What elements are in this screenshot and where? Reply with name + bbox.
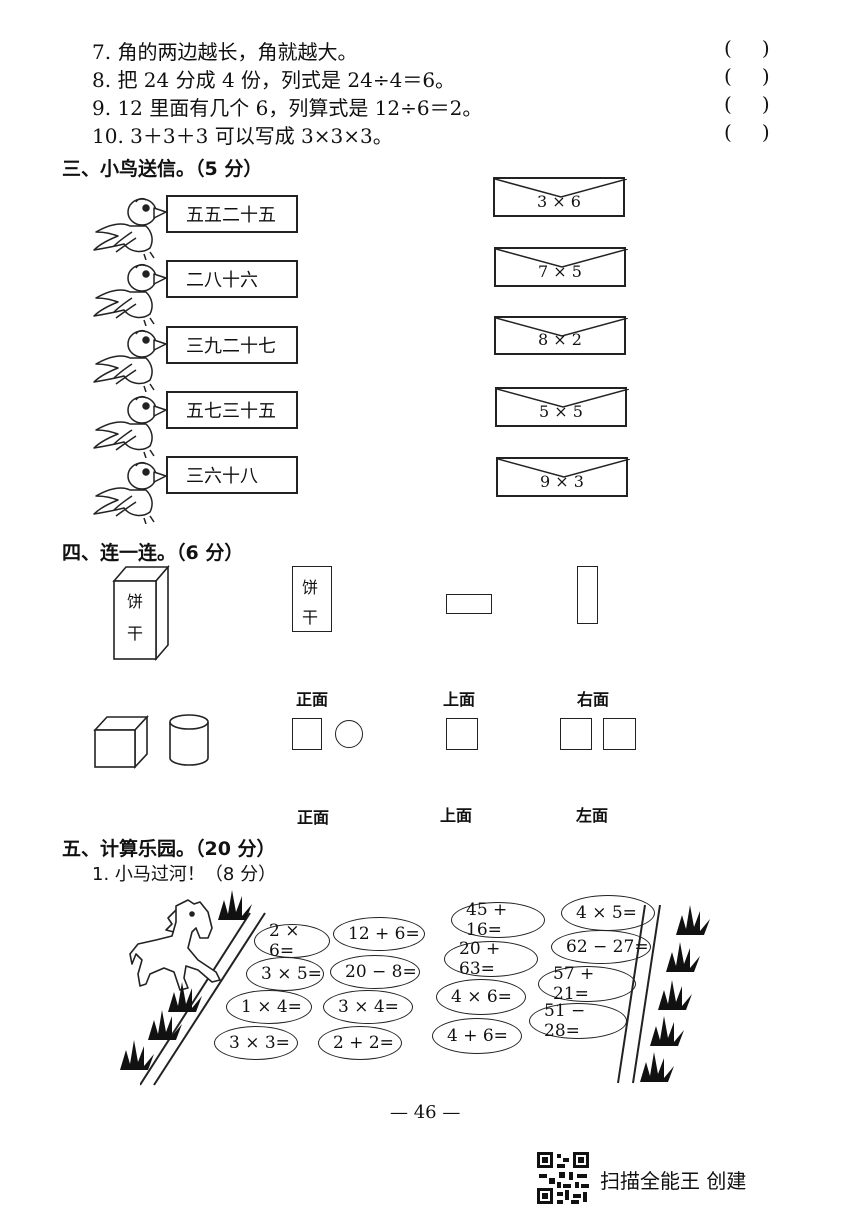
calc-oval[interactable]: 4 × 6= [436, 979, 526, 1015]
calc-oval[interactable]: 3 × 3= [214, 1026, 298, 1060]
calc-oval[interactable]: 2 + 2= [318, 1026, 402, 1060]
calc-oval[interactable]: 4 + 6= [432, 1018, 522, 1054]
view-square-left-2[interactable] [603, 718, 636, 750]
section-5-title: 五、计算乐园。（20 分） [62, 838, 276, 860]
envelope-flap-icon [498, 459, 630, 478]
sub-question-1: 1. 小马过河！（8 分） [92, 864, 277, 885]
label-top-top: 上面 [443, 690, 476, 709]
calc-oval[interactable]: 3 × 5= [246, 957, 324, 991]
section-3-title: 三、小鸟送信。（5 分） [62, 158, 263, 180]
page-number: — 46 — [390, 1102, 461, 1123]
calc-oval[interactable]: 1 × 4= [226, 990, 312, 1024]
label-right-top: 右面 [577, 690, 610, 709]
bird-card-2[interactable]: 二八十六 [166, 260, 298, 298]
answer-paren-9[interactable]: () [724, 92, 770, 116]
view-square-front[interactable] [292, 718, 322, 750]
bird-card-3[interactable]: 三九二十七 [166, 326, 298, 364]
label-front-top: 正面 [296, 690, 329, 709]
label-front-bottom: 正面 [297, 808, 330, 827]
answer-paren-10[interactable]: () [724, 120, 770, 144]
envelope-2[interactable]: 7 × 5 [494, 247, 628, 287]
view-square-left-1[interactable] [560, 718, 592, 750]
qr-code-icon [535, 1150, 591, 1206]
calc-oval[interactable]: 45 + 16= [451, 900, 545, 940]
calc-oval[interactable]: 20 − 8= [330, 955, 420, 989]
calc-oval[interactable]: 51 − 28= [529, 1001, 627, 1041]
envelope-flap-icon [497, 389, 629, 408]
bird-icon [93, 263, 167, 326]
biscuit-flat-char-1: 饼 [302, 578, 319, 597]
envelope-flap-icon [496, 318, 628, 337]
calc-oval[interactable]: 2 × 6= [254, 921, 330, 961]
calc-oval[interactable]: 4 × 5= [561, 895, 655, 931]
view-circle-front[interactable] [335, 720, 363, 748]
envelope-1-text: 3 × 6 [537, 192, 581, 211]
envelope-flap-icon [495, 179, 627, 198]
envelope-4[interactable]: 5 × 5 [495, 387, 629, 427]
scanner-watermark: 扫描全能王 创建 [600, 1169, 747, 1193]
biscuit-flat-char-2: 干 [302, 608, 319, 627]
question-8: 8. 把 24 分成 4 份，列式是 24÷4＝6。 [92, 68, 456, 92]
label-left-bottom: 左面 [576, 806, 609, 825]
cube-shape[interactable] [92, 714, 150, 770]
answer-paren-8[interactable]: () [724, 64, 770, 88]
label-top-bottom: 上面 [440, 806, 473, 825]
envelope-5-text: 9 × 3 [540, 472, 584, 491]
bird-icon [93, 395, 167, 458]
section-4-title: 四、连一连。（6 分） [62, 542, 244, 564]
wide-rectangle-view[interactable] [446, 594, 492, 614]
biscuit-box-3d[interactable] [112, 563, 172, 663]
question-7: 7. 角的两边越长，角就越大。 [92, 40, 358, 64]
bird-icon [93, 329, 167, 392]
biscuit-char-2: 干 [127, 624, 144, 643]
envelope-3[interactable]: 8 × 2 [494, 316, 628, 355]
calc-oval[interactable]: 20 + 63= [444, 939, 538, 979]
calc-oval[interactable]: 12 + 6= [333, 917, 425, 951]
tall-rectangle-view[interactable] [577, 566, 598, 624]
calc-oval[interactable]: 57 + 21= [538, 964, 636, 1004]
bird-card-4[interactable]: 五七三十五 [166, 391, 298, 429]
biscuit-box-flat[interactable] [292, 566, 332, 632]
envelope-flap-icon [496, 249, 628, 268]
bird-card-5[interactable]: 三六十八 [166, 456, 298, 494]
cylinder-shape[interactable] [167, 712, 211, 768]
question-9: 9. 12 里面有几个 6，列算式是 12÷6＝2。 [92, 96, 483, 120]
envelope-4-text: 5 × 5 [539, 402, 583, 421]
envelope-2-text: 7 × 5 [538, 262, 582, 281]
answer-paren-7[interactable]: () [724, 36, 770, 60]
question-10: 10. 3＋3＋3 可以写成 3×3×3。 [92, 124, 393, 148]
bird-card-1[interactable]: 五五二十五 [166, 195, 298, 233]
biscuit-char-1: 饼 [127, 592, 144, 611]
envelope-3-text: 8 × 2 [538, 330, 582, 349]
bird-icon [93, 461, 167, 524]
river-banks [140, 905, 661, 1086]
bird-icon [93, 197, 167, 260]
view-square-top[interactable] [446, 718, 478, 750]
calc-oval[interactable]: 3 × 4= [323, 990, 413, 1024]
horse-icon [129, 899, 221, 991]
envelope-1[interactable]: 3 × 6 [493, 177, 627, 217]
calc-oval[interactable]: 62 − 27= [551, 930, 651, 964]
envelope-5[interactable]: 9 × 3 [496, 457, 630, 497]
